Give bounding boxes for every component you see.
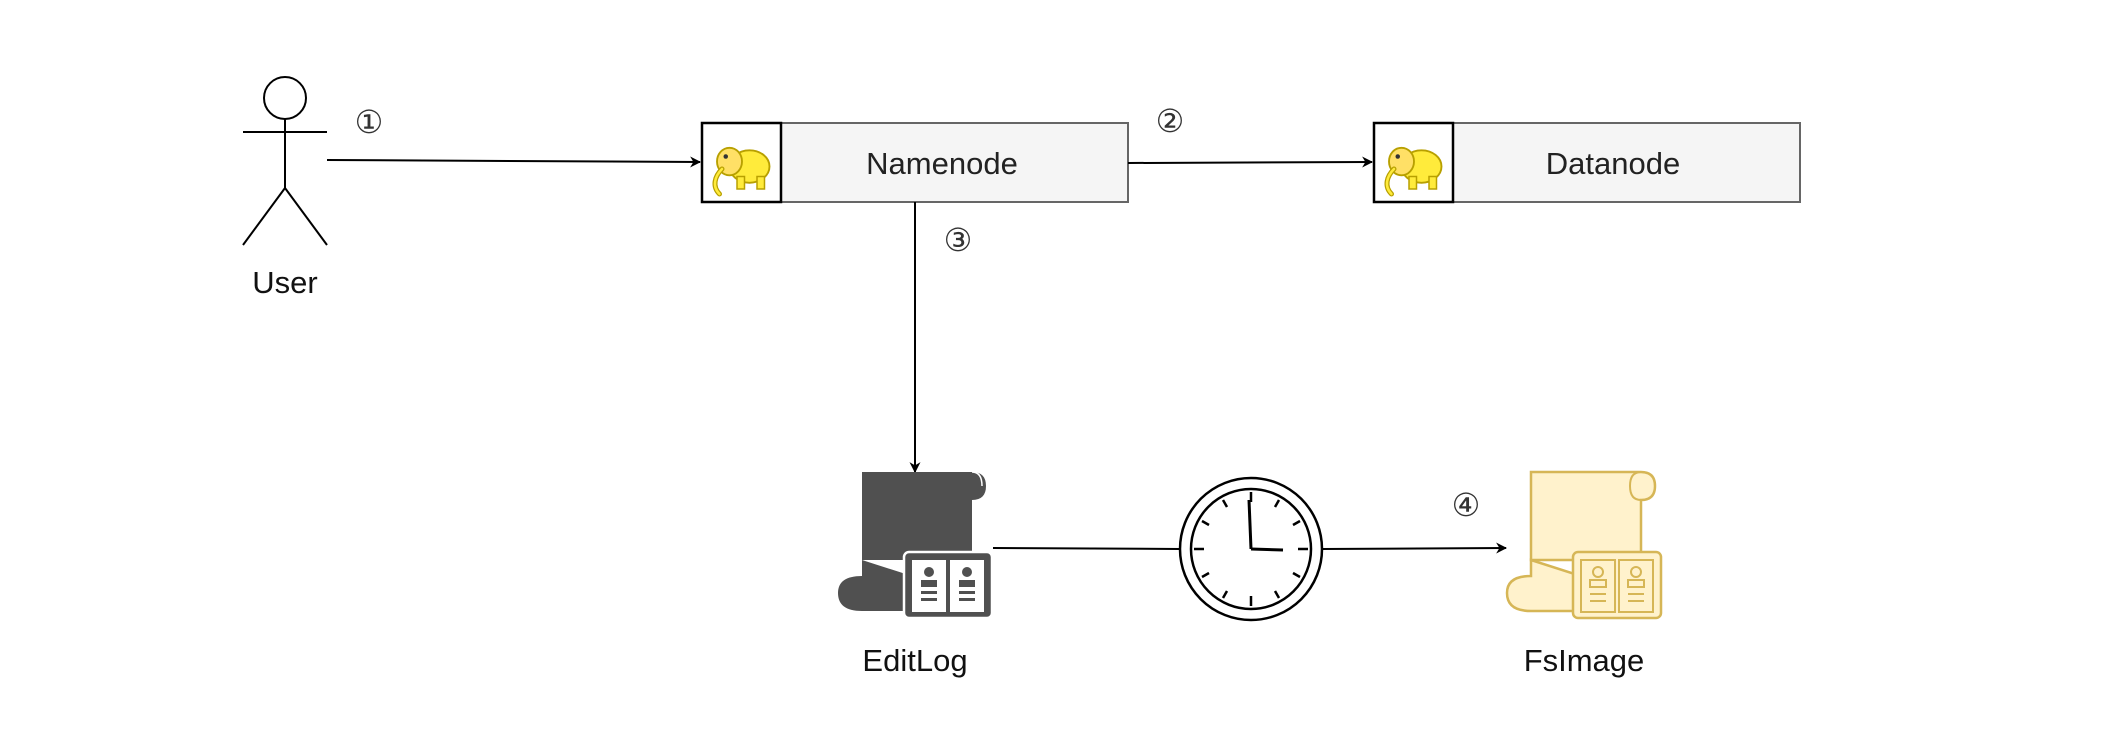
scroll-book-icon: [1505, 470, 1663, 620]
datanode-node: [1372, 121, 1801, 204]
edge-clock-to-fsimage: [1321, 542, 1508, 554]
edge-editlog-to-clock: [992, 547, 1181, 550]
user-actor: [242, 76, 328, 246]
clock-icon: [1178, 476, 1324, 622]
namenode-label: Namenode: [866, 146, 1018, 181]
step-marker-2: ②: [1156, 102, 1185, 140]
step-marker-1: ①: [355, 103, 384, 141]
editlog-label: EditLog: [862, 643, 967, 678]
user-label: User: [252, 265, 317, 300]
edge-namenode-to-datanode: [1127, 156, 1374, 168]
step-marker-4: ④: [1452, 486, 1481, 524]
fsimage-label: FsImage: [1524, 643, 1645, 678]
datanode-label: Datanode: [1546, 146, 1680, 181]
namenode-node: [700, 121, 1129, 204]
step-marker-3: ③: [944, 221, 973, 259]
edge-user-to-namenode: [326, 156, 702, 168]
scroll-book-icon: [838, 471, 994, 620]
